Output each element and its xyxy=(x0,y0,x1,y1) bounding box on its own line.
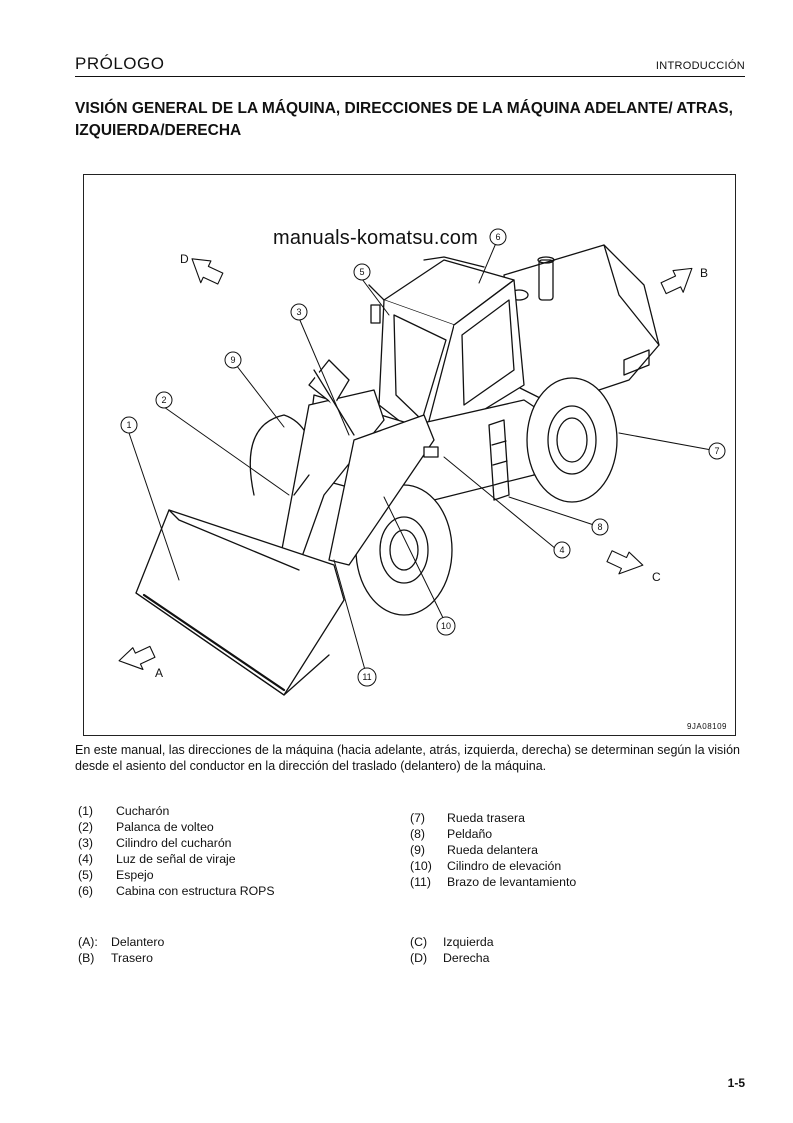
item-label: Brazo de levantamiento xyxy=(447,875,577,889)
item-number: (2) xyxy=(78,820,94,834)
figure-code: 9JA08109 xyxy=(686,722,727,731)
directions-list-right: (C) Izquierda (D) Derecha xyxy=(410,934,494,966)
item-label: Luz de señal de viraje xyxy=(116,852,236,866)
svg-text:1: 1 xyxy=(126,420,131,430)
callout-6: 6 xyxy=(489,228,507,246)
callout-2: 2 xyxy=(155,391,173,409)
list-item: (7) Rueda trasera xyxy=(410,810,576,826)
callouts: 1 2 3 4 5 6 7 8 9 10 11 xyxy=(120,228,726,687)
list-item: (D) Derecha xyxy=(410,950,494,966)
page-title: VISIÓN GENERAL DE LA MÁQUINA, DIRECCIONE… xyxy=(75,100,733,139)
arrow-b xyxy=(660,267,693,295)
direction-label-a: A xyxy=(155,666,163,680)
svg-text:7: 7 xyxy=(714,446,719,456)
wheel-loader-drawing xyxy=(118,242,718,696)
direction-label-c: C xyxy=(652,570,661,584)
svg-text:4: 4 xyxy=(559,545,564,555)
list-item: (3) Cilindro del cucharón xyxy=(78,835,275,851)
parts-list-left: (1) Cucharón (2) Palanca de volteo (3) Cili… xyxy=(78,803,275,899)
list-item: (4) Luz de señal de viraje xyxy=(78,851,275,867)
list-item: (1) Cucharón xyxy=(78,803,275,819)
item-number: (B) xyxy=(78,951,95,965)
item-label: Espejo xyxy=(116,868,154,882)
list-item: (11) Brazo de levantamiento xyxy=(410,874,576,890)
list-item: (B) Trasero xyxy=(78,950,164,966)
page-number: 1-5 xyxy=(727,1076,745,1090)
callout-10: 10 xyxy=(436,616,456,636)
item-label: Peldaño xyxy=(447,827,493,841)
list-item: (8) Peldaño xyxy=(410,826,576,842)
item-number: (3) xyxy=(78,836,94,850)
directions-list-left: (A): Delantero (B) Trasero xyxy=(78,934,164,966)
callout-8: 8 xyxy=(591,518,609,536)
callout-7: 7 xyxy=(708,442,726,460)
item-label: Izquierda xyxy=(443,935,494,949)
callout-3: 3 xyxy=(290,303,308,321)
item-label: Palanca de volteo xyxy=(116,820,214,834)
direction-label-b: B xyxy=(700,266,708,280)
chapter-title: INTRODUCCIÓN xyxy=(655,60,745,72)
parts-list-right: (7) Rueda trasera (8) Peldaño (9) Rueda del… xyxy=(410,810,576,890)
item-label: Derecha xyxy=(443,951,490,965)
list-item: (5) Espejo xyxy=(78,867,275,883)
item-number: (C) xyxy=(410,935,428,949)
svg-text:9: 9 xyxy=(230,355,235,365)
svg-text:11: 11 xyxy=(362,672,371,682)
arrow-a xyxy=(118,645,156,671)
callout-11: 11 xyxy=(357,667,377,687)
item-label: Trasero xyxy=(111,951,153,965)
list-item: (A): Delantero xyxy=(78,934,164,950)
svg-text:6: 6 xyxy=(495,232,500,242)
item-number: (6) xyxy=(78,884,94,898)
item-number: (7) xyxy=(410,811,426,825)
svg-text:2: 2 xyxy=(161,395,166,405)
header-rule xyxy=(75,76,745,77)
item-number: (9) xyxy=(410,843,426,857)
arrow-c xyxy=(606,550,644,575)
machine-diagram: manuals-komatsu.com A B C D 1 2 3 4 5 6 … xyxy=(83,174,736,736)
list-item: (2) Palanca de volteo xyxy=(78,819,275,835)
watermark-text: manuals-komatsu.com xyxy=(273,227,478,249)
svg-text:3: 3 xyxy=(296,307,301,317)
direction-label-d: D xyxy=(180,252,189,266)
item-number: (5) xyxy=(78,868,94,882)
svg-text:10: 10 xyxy=(441,621,451,631)
svg-text:8: 8 xyxy=(597,522,602,532)
list-item: (C) Izquierda xyxy=(410,934,494,950)
item-label: Cabina con estructura ROPS xyxy=(116,884,275,898)
item-number: (D) xyxy=(410,951,428,965)
item-number: (4) xyxy=(78,852,94,866)
item-number: (A): xyxy=(78,935,98,949)
item-label: Cilindro del cucharón xyxy=(116,836,232,850)
intro-paragraph: En este manual, las direcciones de la má… xyxy=(75,743,740,773)
callout-9: 9 xyxy=(224,351,242,369)
item-label: Rueda trasera xyxy=(447,811,525,825)
svg-text:5: 5 xyxy=(359,267,364,277)
item-label: Cilindro de elevación xyxy=(447,859,562,873)
item-number: (1) xyxy=(78,804,94,818)
callout-4: 4 xyxy=(553,541,571,559)
item-number: (8) xyxy=(410,827,426,841)
item-number: (10) xyxy=(410,859,432,873)
direction-letters: A B C D xyxy=(155,252,708,680)
list-item: (10) Cilindro de elevación xyxy=(410,858,576,874)
callout-1: 1 xyxy=(120,416,138,434)
item-number: (11) xyxy=(410,875,431,889)
item-label: Rueda delantera xyxy=(447,843,538,857)
list-item: (6) Cabina con estructura ROPS xyxy=(78,883,275,899)
callout-5: 5 xyxy=(353,263,371,281)
item-label: Delantero xyxy=(111,935,165,949)
list-item: (9) Rueda delantera xyxy=(410,842,576,858)
section-title: PRÓLOGO xyxy=(75,54,165,73)
item-label: Cucharón xyxy=(116,804,170,818)
arrow-d xyxy=(191,258,224,285)
